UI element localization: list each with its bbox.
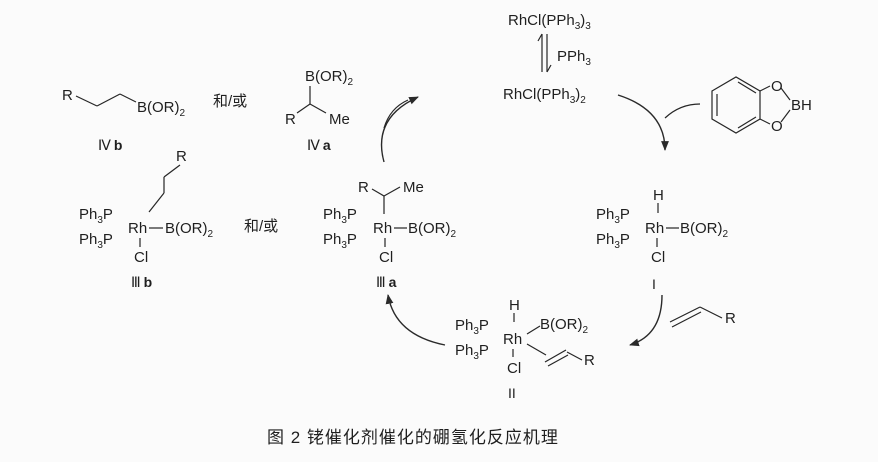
complex-i-pph3-top: Ph3P — [596, 206, 630, 226]
complex-iiia-rhodium: Rh — [373, 220, 392, 237]
product-ivb-boronate: B(OR)2 — [137, 99, 186, 119]
complex-ii-b-bond — [526, 325, 541, 335]
wilkinson-catalyst: RhCl(PPh3)3 — [508, 12, 591, 32]
active-catalyst: RhCl(PPh3)2 — [503, 86, 586, 106]
alkene-substrate — [669, 306, 723, 328]
catecholborane-structure — [711, 76, 791, 134]
figure-caption: 图 2 铑催化剂催化的硼氢化反应机理 — [267, 428, 559, 447]
complex-iiia-boronate: B(OR)2 — [408, 220, 457, 240]
complex-iiia-methyl: Me — [403, 179, 424, 196]
complex-iiib-pph3-bottom: Ph3P — [79, 231, 113, 251]
reagent-entry-arrow — [617, 94, 669, 151]
complex-ii-alkene-ligand — [526, 343, 583, 367]
complex-iiib-rhodium: Rh — [128, 220, 147, 237]
product-iva-chain — [296, 86, 327, 114]
complex-ii-pph3-bottom: Ph3P — [455, 342, 489, 362]
complex-iiib-r-group: R — [176, 148, 187, 165]
alkene-r-group: R — [725, 310, 736, 327]
borane-bh-label: BH — [791, 97, 812, 114]
product-ivb-chain — [75, 93, 137, 107]
product-iva-boronate: B(OR)2 — [305, 68, 354, 88]
complex-iiia-alkyl-chain — [371, 186, 401, 214]
complex-i-label: I — [652, 276, 656, 292]
complex-i-pph3-bottom: Ph3P — [596, 231, 630, 251]
catechol-oxygen-top: O — [771, 78, 783, 95]
complex-iiia-chloride: Cl — [379, 249, 393, 266]
complex-iiia-pph3-top: Ph3P — [323, 206, 357, 226]
conjunction-complexes: 和/或 — [244, 218, 278, 235]
complex-iiib-pph3-top: Ph3P — [79, 206, 113, 226]
catechol-oxygen-bottom: O — [771, 118, 783, 135]
insertion-arrow — [385, 294, 446, 346]
complex-iiia-pph3-bottom: Ph3P — [323, 231, 357, 251]
reductive-elimination-arrow — [380, 96, 419, 163]
reagent-entry-branch — [664, 103, 701, 119]
complex-ii-pph3-top: Ph3P — [455, 317, 489, 337]
product-iva-r-group: R — [285, 111, 296, 128]
product-iva-methyl: Me — [329, 111, 350, 128]
complex-iiia-r-group: R — [358, 179, 369, 196]
complex-ii-chloride: Cl — [507, 360, 521, 377]
complex-ii-boronate: B(OR)2 — [540, 316, 589, 336]
product-ivb-r-group: R — [62, 87, 73, 104]
complex-iiib-alkyl-chain — [148, 164, 181, 213]
complex-i-hydride: H — [653, 187, 664, 204]
complex-ii-rhodium: Rh — [503, 331, 522, 348]
pph3-equilibrium-label: PPh3 — [557, 48, 591, 68]
conjunction-products: 和/或 — [213, 93, 247, 110]
alkene-entry-arrow — [629, 294, 663, 347]
product-release-branch — [383, 99, 409, 129]
equilibrium-arrows — [537, 33, 552, 73]
complex-ii-r-group: R — [584, 352, 595, 369]
complex-i-chloride: Cl — [651, 249, 665, 266]
complex-i-boronate: B(OR)2 — [680, 220, 729, 240]
complex-ii-hydride: H — [509, 297, 520, 314]
complex-ii-label: II — [508, 385, 516, 401]
complex-iiib-boronate: B(OR)2 — [165, 220, 214, 240]
complex-iiib-chloride: Cl — [134, 249, 148, 266]
complex-i-rhodium: Rh — [645, 220, 664, 237]
